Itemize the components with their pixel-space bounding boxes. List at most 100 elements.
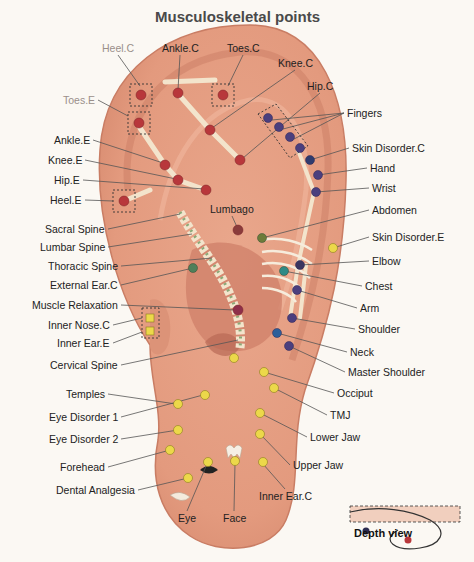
leg-bones (124, 80, 240, 201)
yellow-points-part (146, 327, 154, 335)
red-points-part (233, 225, 243, 235)
leader-lines-part (300, 261, 369, 265)
leader-lines-part (108, 450, 170, 467)
yellow-points-part (256, 409, 265, 418)
leader-lines-part (228, 55, 243, 86)
leader-lines-part (294, 113, 344, 139)
chart-title: Musculoskeletal points (155, 8, 320, 25)
yellow-points-part (260, 368, 269, 377)
leader-lines-part (333, 237, 369, 248)
ear-shape (99, 25, 346, 548)
point-label: Lower Jaw (310, 431, 360, 443)
point-label: Hand (370, 162, 395, 174)
point-label: Lumbar Spine (40, 241, 105, 253)
point-label: Temples (66, 388, 105, 400)
purple-points-part (314, 171, 323, 180)
point-label: Occiput (337, 387, 373, 399)
yellow-points-part (230, 354, 239, 363)
red-points-part (119, 196, 129, 206)
leader-lines-part (98, 100, 128, 116)
yellow-points-part (256, 430, 265, 439)
teeth-eye-symbols (170, 445, 242, 501)
leader-lines-part (283, 113, 344, 129)
leader-lines-part (263, 464, 285, 489)
leader-lines-part (289, 346, 345, 372)
depth-view-icon-part (350, 506, 460, 522)
rib-cage-part (262, 288, 296, 302)
teeth-eye-symbols-part (226, 445, 242, 458)
leader-lines-part (108, 234, 192, 247)
point-label: Eye (178, 512, 196, 524)
point-label: Heel.C (102, 42, 134, 54)
point-label: TMJ (330, 409, 350, 421)
yellow-points-part (201, 391, 210, 400)
red-points-part (173, 88, 183, 98)
dashed-groups-part (130, 84, 152, 106)
arm-bones-part (290, 150, 314, 318)
leader-lines-part (121, 305, 235, 310)
leader-lines-part (178, 55, 180, 90)
red-points-part (173, 175, 183, 185)
point-label: Ankle.C (162, 42, 199, 54)
leader-lines-part (85, 160, 176, 179)
leader-lines-part (292, 318, 355, 329)
dashed-groups-part (113, 190, 135, 212)
purple-points-part (273, 329, 282, 338)
leader-lines-part (121, 395, 203, 417)
point-label: Dental Analgesia (56, 484, 135, 496)
teeth-eye-symbols-part (170, 492, 190, 500)
red-points-part (205, 125, 215, 135)
purple-points-part (264, 114, 273, 123)
yellow-points-part (146, 314, 154, 322)
leader-lines-part (264, 372, 334, 393)
point-label: Master Shoulder (348, 366, 425, 378)
point-label: Arm (360, 302, 379, 314)
point-label: Cervical Spine (50, 359, 118, 371)
yellow-points-part (329, 244, 338, 253)
leader-lines-part (262, 210, 369, 238)
dashed-groups-part (258, 104, 308, 158)
dashed-groups-part (212, 84, 234, 106)
point-label: Knee.E (48, 154, 82, 166)
leader-lines-part (121, 430, 178, 439)
depth-view-icon-part (350, 509, 441, 549)
leader-lines-part (187, 464, 207, 511)
purple-points-part (312, 188, 321, 197)
purple-points-part (293, 286, 302, 295)
point-label: Eye Disorder 1 (49, 411, 118, 423)
point-label: Abdomen (372, 204, 417, 216)
point-label: Ankle.E (54, 134, 90, 146)
point-label: Fingers (347, 107, 382, 119)
red-points-part (235, 155, 245, 165)
leader-lines-part (260, 413, 307, 437)
dashed-groups (113, 84, 308, 338)
leg-bones-part (180, 96, 240, 160)
purple-points-part (306, 156, 315, 165)
spine-part (180, 212, 241, 348)
point-label: Face (223, 512, 246, 524)
red-points-part (218, 90, 228, 100)
point-label: Neck (350, 346, 374, 358)
leader-lines-part (234, 463, 235, 511)
leader-lines-part (274, 388, 327, 415)
leader-lines-part (297, 290, 357, 308)
leader-lines (83, 55, 369, 511)
red-points (119, 88, 245, 315)
purple-points-part (288, 314, 297, 323)
spine-part (180, 212, 241, 348)
green-points-part (189, 264, 198, 273)
green-points (189, 234, 289, 276)
point-label: Thoracic Spine (48, 260, 118, 272)
yellow-points-part (204, 458, 213, 467)
purple-points-part (275, 123, 284, 132)
leader-lines-part (277, 333, 347, 352)
leader-lines-part (121, 258, 212, 266)
depth-view-icon (350, 506, 460, 549)
point-label: Skin Disorder.E (372, 231, 444, 243)
point-label: Inner Nose.C (48, 319, 110, 331)
red-points-part (160, 160, 170, 170)
leader-lines-part (108, 214, 180, 229)
leader-lines-part (310, 148, 349, 160)
purple-points-part (285, 342, 294, 351)
arm-bones (290, 150, 314, 318)
